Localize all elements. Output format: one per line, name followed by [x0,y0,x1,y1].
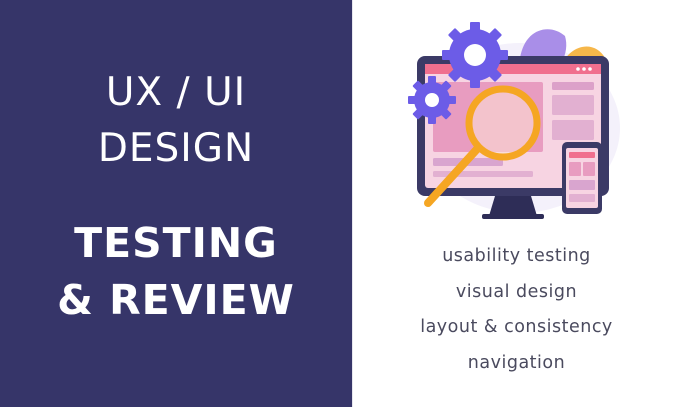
left-panel [0,0,352,407]
feature-visual-design: visual design [455,282,578,302]
design-testing-illustration [408,22,620,219]
feature-navigation: navigation [467,353,566,373]
gear-icon [442,22,508,88]
gear-icon [408,76,456,124]
title-line-ux-ui: UX / UI [105,70,247,115]
smartphone-icon [562,142,602,214]
title-line-testing: TESTING [74,219,278,267]
panel-divider [352,0,353,407]
feature-layout-consistency: layout & consistency [420,317,613,337]
title-line-review: & REVIEW [57,276,295,324]
title-line-design: DESIGN [97,126,255,171]
magnifying-glass-icon [424,85,541,207]
feature-usability-testing: usability testing [442,246,591,266]
